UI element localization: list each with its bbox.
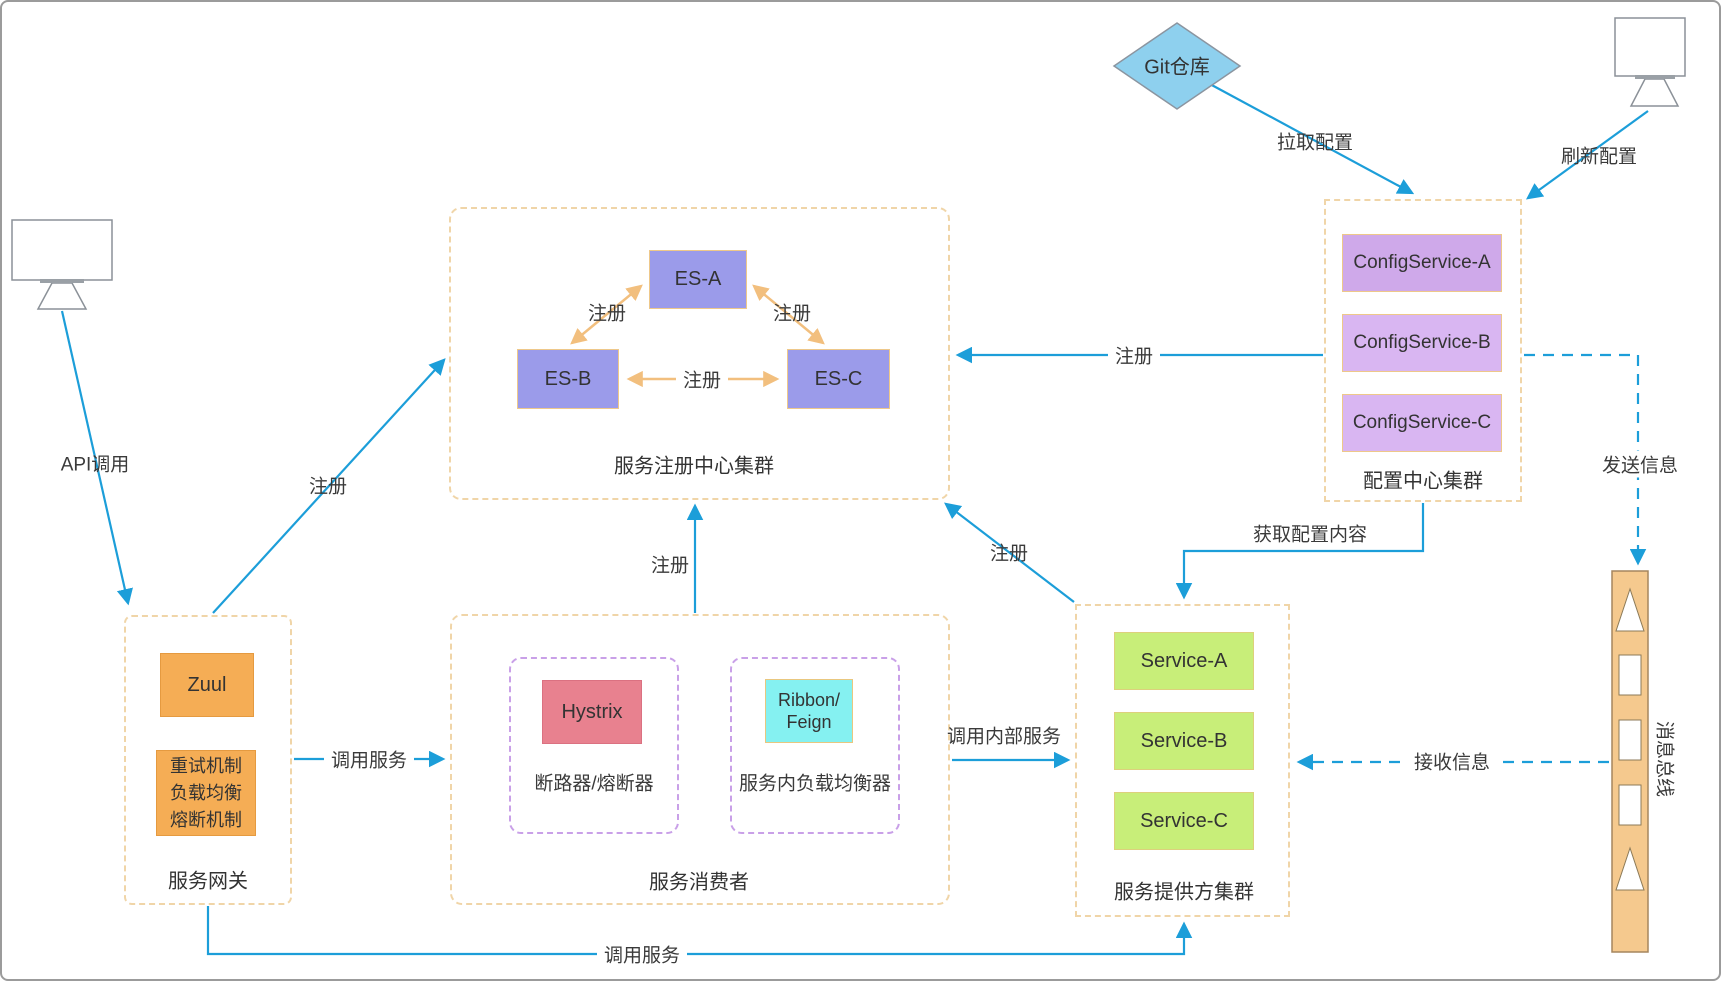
node-service-c-label: Service-C [1140,809,1228,832]
hystrix-caption: 断路器/熔断器 [534,773,654,795]
mechanism-loadbalance-label: 负载均衡 [170,782,242,803]
ribbon-caption: 服务内负载均衡器 [738,773,892,795]
config-cluster-container [1324,199,1522,502]
get-config-content-label: 获取配置内容 [1252,524,1368,546]
provider-title: 服务提供方集群 [1114,881,1254,904]
node-ribbon-feign: Ribbon/ Feign [765,679,853,743]
node-es-a-label: ES-A [674,268,722,290]
node-configservice-a: ConfigService-A [1342,234,1502,292]
node-zuul: Zuul [160,653,254,717]
register-label-esa-esc: 注册 [772,303,812,325]
pull-config-label: 拉取配置 [1276,132,1354,154]
call-service-bottom-label: 调用服务 [596,940,688,968]
provider-container [1075,604,1290,917]
gateway-title: 服务网关 [168,870,248,893]
register-label-esb-esc: 注册 [675,365,729,393]
refresh-config-label: 刷新配置 [1560,146,1638,168]
node-configservice-c: ConfigService-C [1342,394,1502,452]
node-es-a: ES-A [649,250,747,309]
register-label-esb-esa: 注册 [587,303,627,325]
message-bus-icon [1611,570,1649,953]
edge-gateway-register [212,358,446,614]
node-service-c: Service-C [1114,792,1254,850]
consumer-container [450,614,950,905]
node-es-c: ES-C [787,349,890,409]
node-configservice-c-label: ConfigService-C [1352,412,1492,433]
registry-cluster-title: 服务注册中心集群 [614,455,774,478]
receive-message-label: 接收信息 [1406,747,1498,775]
node-es-b-label: ES-B [544,367,592,390]
register-label-config: 注册 [1107,341,1161,369]
edge-get-config-content [1175,503,1425,600]
message-bus-label: 消息总线 [1653,720,1675,798]
gateway-container [124,615,292,905]
git-repo-diamond [1112,22,1242,110]
mechanism-circuitbreak-label: 熔断机制 [170,809,242,830]
mechanism-retry-label: 重试机制 [170,755,242,776]
load-balancer-subbox [730,657,900,834]
register-label-gateway: 注册 [308,476,348,498]
node-ribbon-label: Ribbon/ [777,689,841,710]
node-configservice-a-label: ConfigService-A [1353,252,1491,273]
consumer-title: 服务消费者 [649,871,749,894]
node-es-c-label: ES-C [814,367,863,390]
call-internal-service-label: 调用内部服务 [946,726,1062,748]
node-hystrix-label: Hystrix [561,700,623,723]
node-service-a: Service-A [1114,632,1254,690]
api-call-label: API调用 [60,454,130,476]
admin-monitor-icon [1614,17,1686,107]
node-service-b-label: Service-B [1140,729,1228,752]
config-cluster-title: 配置中心集群 [1363,470,1483,493]
register-label-consumer: 注册 [650,555,690,577]
client-monitor-icon [11,219,113,310]
register-label-provider: 注册 [989,543,1029,565]
edge-call-service-bottom [206,906,1193,956]
edge-send-message [1524,353,1647,566]
node-feign-label: Feign [786,712,832,732]
node-gateway-mechanisms: 重试机制 负载均衡 熔断机制 [156,750,256,836]
edge-refresh-config [1525,110,1649,200]
edge-pull-config [1207,82,1415,195]
edge-provider-register [944,502,1075,603]
edge-esb-esa-register [570,284,643,345]
edge-esa-esc-register [752,284,825,345]
node-service-a-label: Service-A [1140,649,1228,672]
send-message-label: 发送信息 [1594,450,1686,478]
circuit-breaker-subbox [509,657,679,834]
edge-api-call [60,310,133,606]
git-repo-label: Git仓库 [1144,56,1210,79]
node-hystrix: Hystrix [542,680,642,744]
node-es-b: ES-B [517,349,619,409]
node-configservice-b-label: ConfigService-B [1353,332,1491,353]
call-service-label: 调用服务 [323,745,415,773]
node-zuul-label: Zuul [187,673,227,696]
node-service-b: Service-B [1114,712,1254,770]
registry-cluster-container [449,207,950,500]
node-configservice-b: ConfigService-B [1342,314,1502,372]
